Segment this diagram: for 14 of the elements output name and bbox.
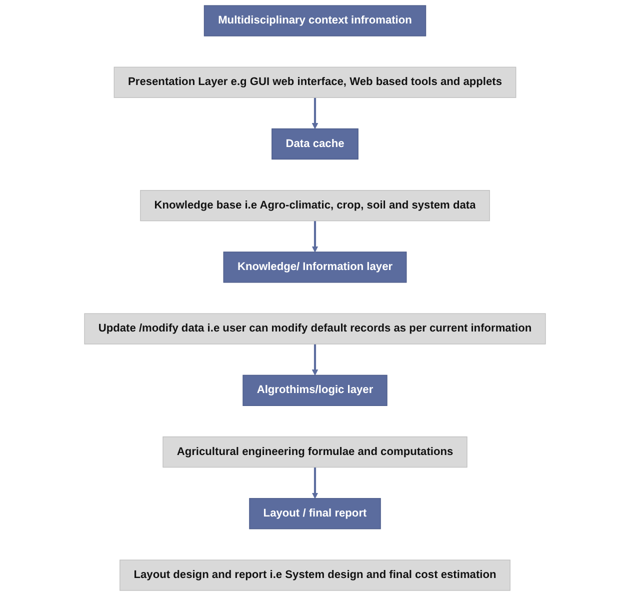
node-box: Update /modify data i.e user can modify default records as per current information [84, 313, 546, 344]
node-box: Knowledge base i.e Agro-climatic, crop, soil and system data [140, 190, 490, 222]
node-box: Layout design and report i.e System design and final cost estimation [120, 560, 510, 591]
arrow [312, 220, 318, 252]
node-box: Layout / final report [249, 498, 381, 530]
arrow [312, 344, 318, 376]
node-box: Agricultural engineering formulae and computations [162, 436, 468, 468]
arrow [312, 467, 318, 499]
node-box: Knowledge/ Information layer [223, 252, 407, 283]
node-box: Algrothims/logic layer [242, 374, 388, 406]
arrow [312, 98, 318, 130]
node-box: Multidisciplinary context infromation [204, 5, 426, 36]
node-box: Presentation Layer e.g GUI web interface, Web based tools and applets [114, 66, 516, 98]
node-box: Data cache [272, 128, 358, 160]
